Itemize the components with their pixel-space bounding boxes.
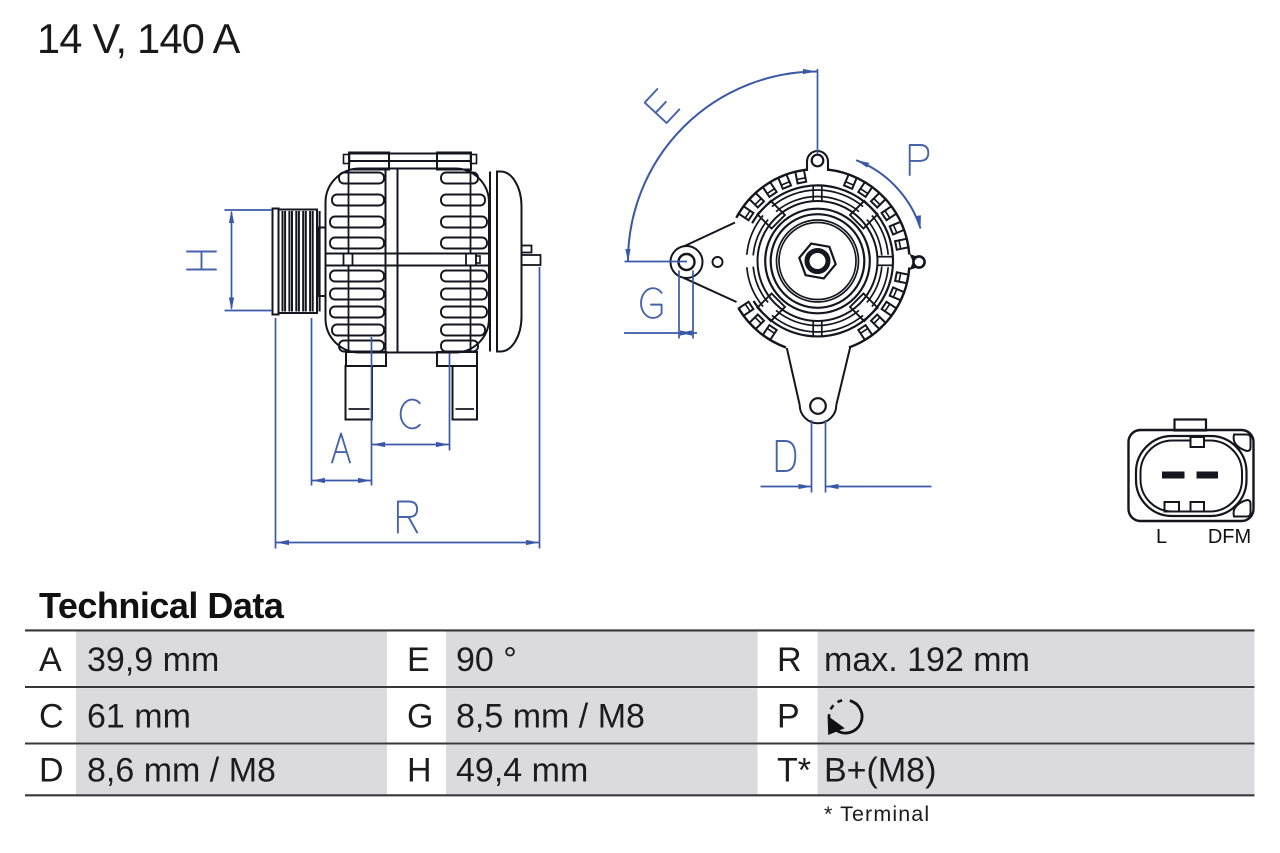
svg-text:T*: T*: [777, 752, 811, 790]
svg-text:G: G: [407, 698, 433, 736]
svg-text:90 °: 90 °: [456, 641, 517, 679]
svg-text:DFM: DFM: [1208, 526, 1251, 548]
svg-text:14 V, 140 A: 14 V, 140 A: [37, 15, 241, 62]
svg-text:max. 192 mm: max. 192 mm: [824, 641, 1030, 679]
svg-text:A: A: [39, 641, 62, 679]
svg-text:39,9 mm: 39,9 mm: [87, 641, 219, 679]
svg-text:H: H: [407, 752, 432, 790]
svg-text:* Terminal: * Terminal: [824, 802, 930, 826]
svg-text:8,6 mm / M8: 8,6 mm / M8: [87, 752, 276, 790]
svg-text:49,4 mm: 49,4 mm: [456, 752, 588, 790]
svg-text:P: P: [777, 698, 800, 736]
svg-text:D: D: [39, 752, 64, 790]
svg-text:E: E: [407, 641, 430, 679]
svg-text:B+(M8): B+(M8): [824, 752, 936, 790]
svg-text:Technical Data: Technical Data: [39, 585, 285, 626]
svg-text:C: C: [39, 698, 64, 736]
svg-text:8,5 mm / M8: 8,5 mm / M8: [456, 698, 645, 736]
svg-text:R: R: [777, 641, 802, 679]
svg-text:L: L: [1156, 526, 1167, 548]
svg-text:61 mm: 61 mm: [87, 698, 191, 736]
